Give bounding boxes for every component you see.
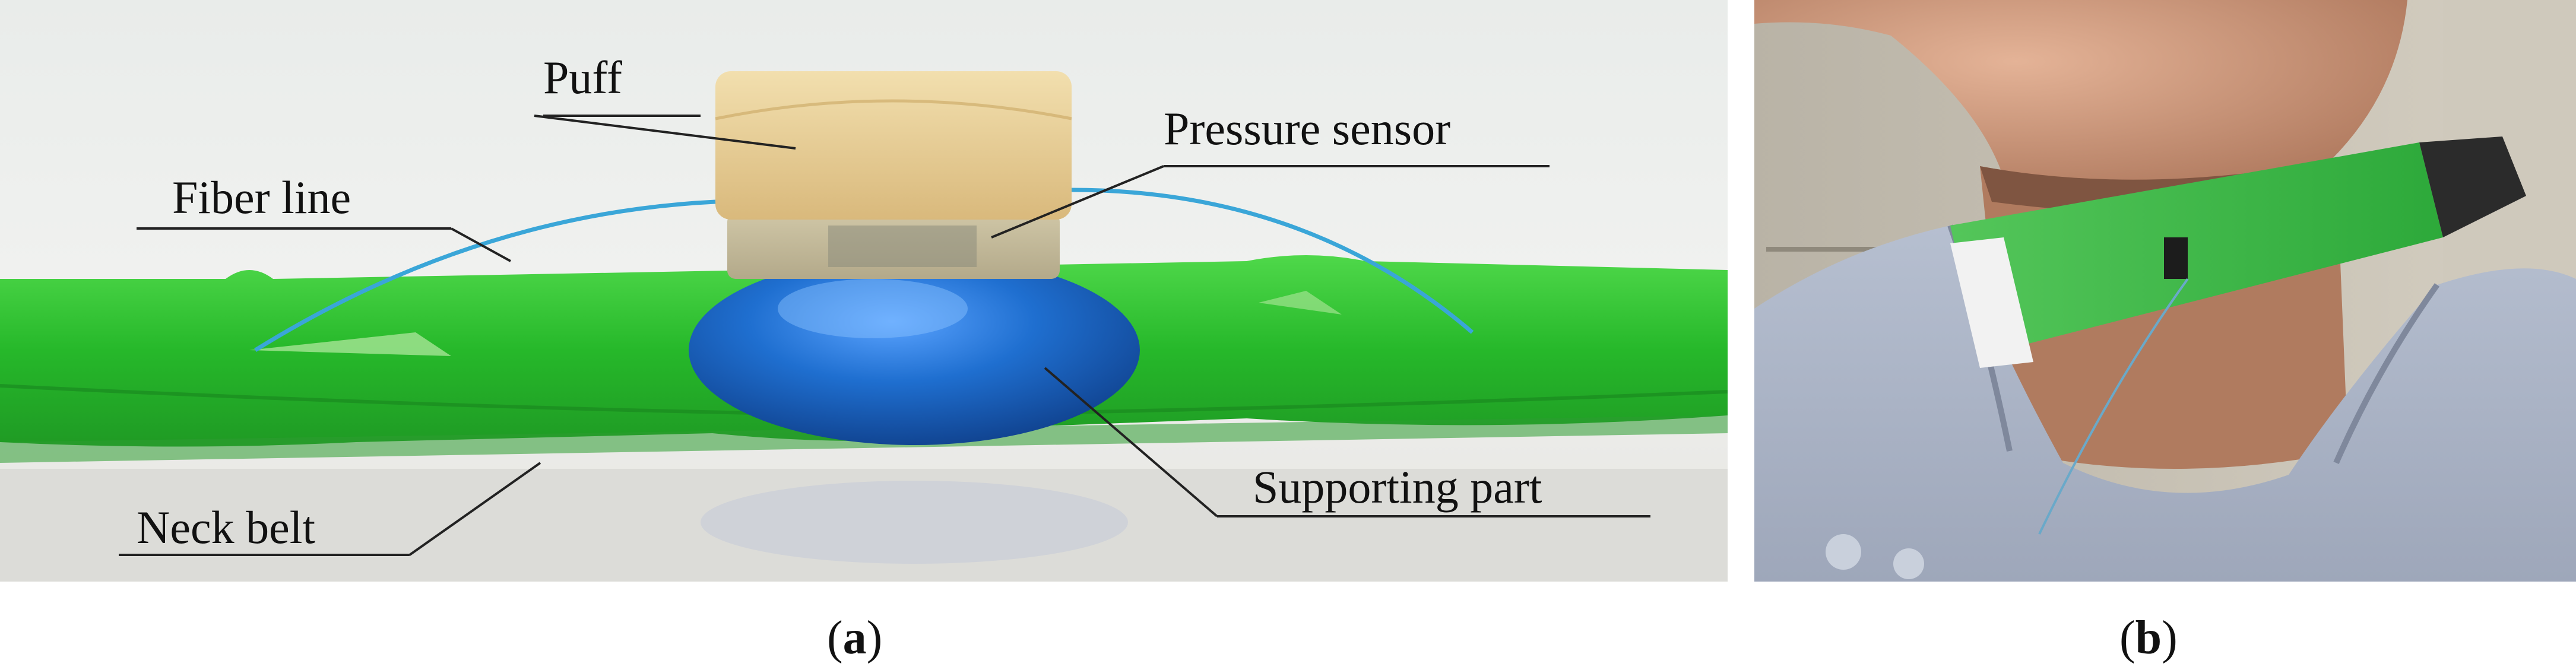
worn-device-photo-panel [1754, 0, 2576, 582]
puff-label: Puff [543, 52, 622, 103]
supporting-part-shape [689, 255, 1140, 445]
caption-b: (b) [2119, 612, 2178, 664]
hoodie-shape [1754, 226, 2576, 582]
fiber-line-label: Fiber line [172, 172, 351, 223]
device-photo-panel: Puff Pressure sensor Fiber line Supporti… [0, 0, 1728, 582]
caption-a: (a) [827, 612, 883, 664]
worn-device-photo [1754, 0, 2576, 582]
neck-belt-label: Neck belt [137, 501, 316, 553]
device-photo [0, 0, 1728, 582]
supporting-part-label: Supporting part [1253, 461, 1542, 513]
puff-shape [715, 71, 1072, 220]
collar-shape [1950, 142, 2443, 356]
pressure-sensor-label: Pressure sensor [1164, 103, 1451, 154]
